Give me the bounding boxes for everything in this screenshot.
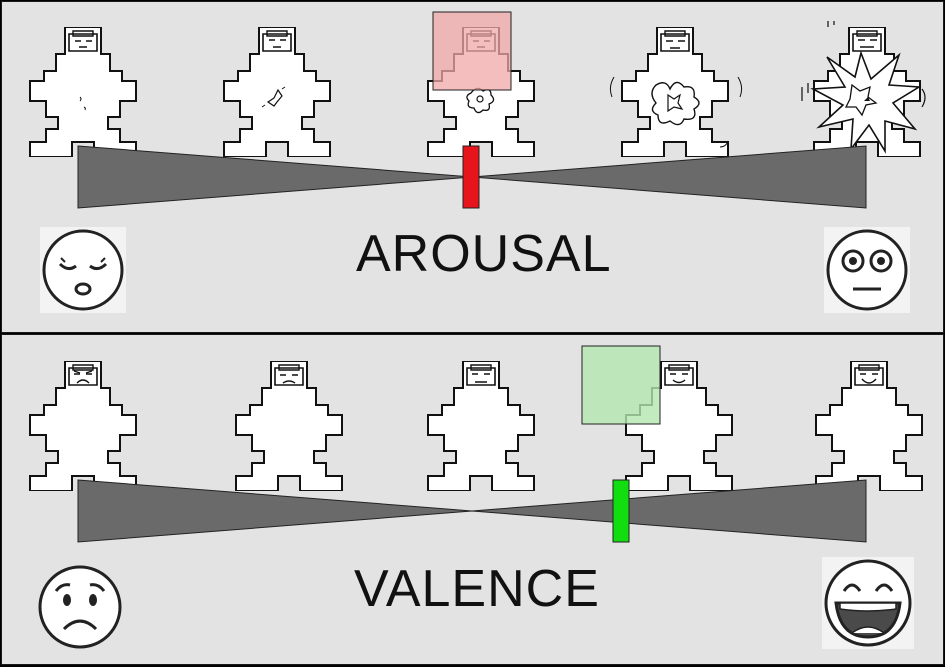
sad-face-icon xyxy=(38,565,122,649)
arousal-manikin-5[interactable] xyxy=(801,21,926,157)
valence-panel: VALENCE xyxy=(1,334,944,665)
arousal-manikin-1[interactable] xyxy=(29,27,137,157)
valence-manikin-4[interactable] xyxy=(625,361,733,491)
arousal-scale-graphic xyxy=(29,11,926,209)
valence-manikin-2[interactable] xyxy=(235,361,343,491)
arousal-manikin-4[interactable] xyxy=(609,27,743,157)
laughing-face-icon xyxy=(822,557,914,649)
valence-scale-bar[interactable] xyxy=(77,479,867,543)
arousal-title: AROUSAL xyxy=(356,225,612,283)
arousal-slider-marker[interactable] xyxy=(462,145,480,209)
arousal-manikin-2[interactable] xyxy=(223,27,331,157)
sleepy-face-icon xyxy=(40,227,126,313)
valence-selection-highlight xyxy=(581,345,661,425)
arousal-selection-highlight xyxy=(432,11,512,91)
wide-eyed-face-icon xyxy=(824,227,910,313)
arousal-panel: AROUSAL xyxy=(1,1,944,333)
valence-manikin-3[interactable] xyxy=(427,361,535,491)
valence-manikin-5[interactable] xyxy=(815,361,923,491)
valence-manikin-1[interactable] xyxy=(29,361,137,491)
valence-scale-graphic xyxy=(29,345,923,543)
valence-title: VALENCE xyxy=(354,560,600,618)
valence-slider-marker[interactable] xyxy=(612,479,630,543)
